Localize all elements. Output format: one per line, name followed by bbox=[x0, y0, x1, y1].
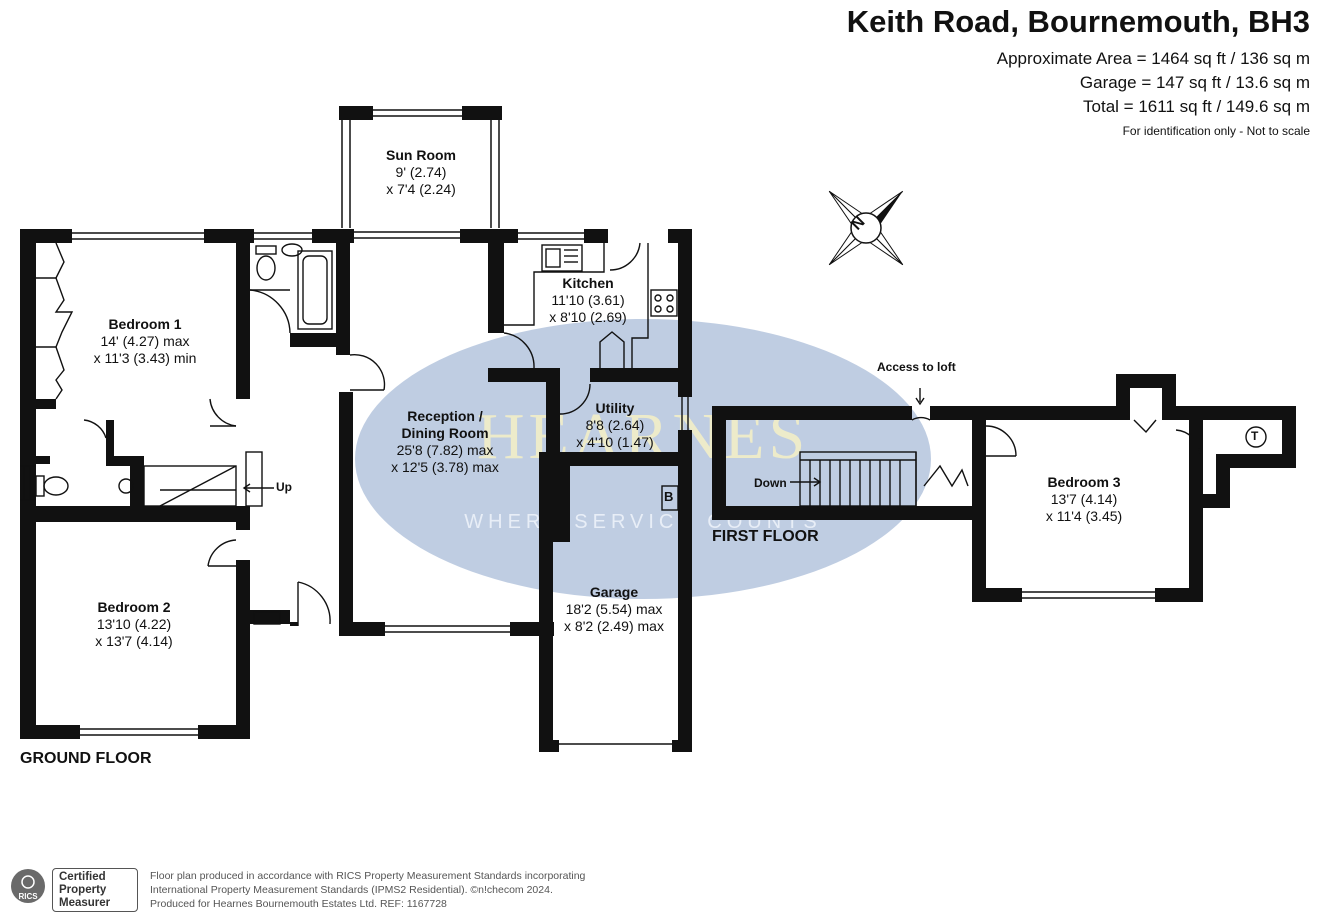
room-dimension: 18'2 (5.54) max bbox=[565, 601, 663, 617]
room-utility: Utility 8'8 (2.64) x 4'10 (1.47) bbox=[560, 400, 670, 451]
room-dimension: x 11'3 (3.43) min bbox=[93, 350, 197, 366]
room-bedroom-3: Bedroom 3 13'7 (4.14) x 11'4 (3.45) bbox=[1024, 474, 1144, 525]
room-sun-room: Sun Room 9' (2.74) x 7'4 (2.24) bbox=[353, 147, 489, 198]
room-dimension: x 12'5 (3.78) max bbox=[391, 459, 499, 475]
room-dimension: x 11'4 (3.45) bbox=[1045, 508, 1123, 524]
room-dimension: x 4'10 (1.47) bbox=[576, 434, 654, 450]
boiler-label: B bbox=[664, 489, 674, 504]
footer-line-3: Produced for Hearnes Bournemouth Estates… bbox=[150, 898, 447, 910]
room-name: Reception / bbox=[407, 408, 483, 424]
tank-label: T bbox=[1251, 429, 1259, 443]
loft-access-label: Access to loft bbox=[877, 360, 956, 374]
garage-area: Garage = 147 sq ft / 13.6 sq m bbox=[1079, 73, 1310, 92]
room-name: Garage bbox=[589, 584, 639, 600]
room-dimension: 14' (4.27) max bbox=[100, 333, 190, 349]
room-name: Sun Room bbox=[386, 147, 456, 163]
room-kitchen: Kitchen 11'10 (3.61) x 8'10 (2.69) bbox=[528, 275, 648, 326]
room-garage: Garage 18'2 (5.54) max x 8'2 (2.49) max bbox=[552, 584, 676, 635]
room-dimension: 9' (2.74) bbox=[395, 164, 447, 180]
room-dimension: 13'7 (4.14) bbox=[1050, 491, 1118, 507]
room-dimension: x 7'4 (2.24) bbox=[386, 181, 456, 197]
certified-measurer-badge: Certified Property Measurer bbox=[52, 868, 138, 912]
room-bedroom-1: Bedroom 1 14' (4.27) max x 11'3 (3.43) m… bbox=[70, 316, 220, 367]
footer-line-2: International Property Measurement Stand… bbox=[150, 884, 553, 896]
badge-line: Measurer bbox=[59, 897, 111, 909]
room-dimension: 25'8 (7.82) max bbox=[396, 442, 494, 458]
badge-line: Property bbox=[59, 884, 107, 896]
room-name: Bedroom 2 bbox=[97, 599, 171, 615]
approximate-area: Approximate Area = 1464 sq ft / 136 sq m bbox=[996, 49, 1310, 68]
first-floor-fixtures bbox=[715, 388, 1267, 599]
sun-room-glazing bbox=[341, 109, 500, 239]
badge-line: Certified bbox=[59, 871, 106, 883]
room-dimension: x 8'2 (2.49) max bbox=[564, 618, 664, 634]
disclaimer: For identification only - Not to scale bbox=[1122, 124, 1310, 138]
room-name: Bedroom 3 bbox=[1047, 474, 1121, 490]
total-area: Total = 1611 sq ft / 149.6 sq m bbox=[1083, 97, 1310, 116]
first-floor-label: FIRST FLOOR bbox=[712, 528, 819, 545]
room-bedroom-2: Bedroom 2 13'10 (4.22) x 13'7 (4.14) bbox=[64, 599, 204, 650]
room-name: Bedroom 1 bbox=[108, 316, 182, 332]
room-dimension: 11'10 (3.61) bbox=[551, 292, 625, 308]
sun-room-walls bbox=[339, 106, 502, 120]
room-reception-dining: Reception / Dining Room 25'8 (7.82) max … bbox=[370, 408, 520, 476]
room-dimension: 8'8 (2.64) bbox=[585, 417, 645, 433]
ground-floor-fixtures bbox=[20, 232, 689, 745]
ground-floor-walls bbox=[20, 229, 692, 752]
footer-line-1: Floor plan produced in accordance with R… bbox=[150, 870, 586, 882]
rics-logo-text: RICS bbox=[18, 892, 38, 901]
rics-logo: RICS bbox=[10, 868, 46, 904]
room-name: Kitchen bbox=[562, 275, 614, 291]
room-dimension: x 13'7 (4.14) bbox=[95, 633, 173, 649]
stairs-up-label: Up bbox=[276, 480, 292, 494]
stairs-down-label: Down bbox=[754, 476, 787, 490]
room-dimension: 13'10 (4.22) bbox=[96, 616, 172, 632]
ground-floor-label: GROUND FLOOR bbox=[20, 750, 152, 767]
property-title: Keith Road, Bournemouth, BH3 bbox=[846, 4, 1310, 39]
compass-icon bbox=[828, 190, 904, 266]
room-name: Dining Room bbox=[401, 425, 489, 441]
room-dimension: x 8'10 (2.69) bbox=[549, 309, 627, 325]
room-name: Utility bbox=[595, 400, 635, 416]
